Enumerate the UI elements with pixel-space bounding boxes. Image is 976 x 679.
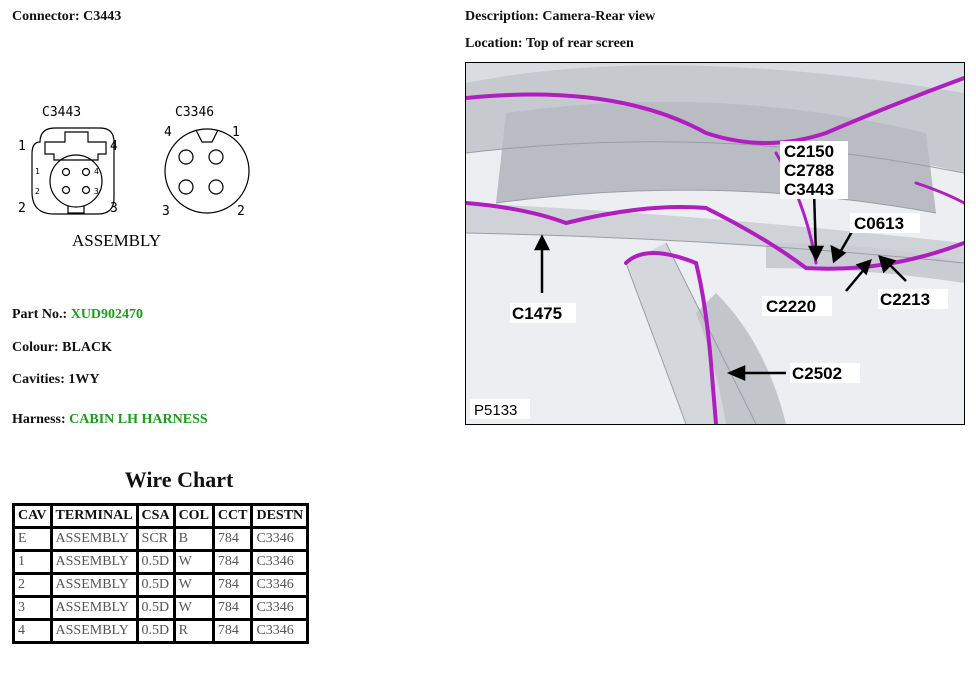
table-cell: 4 [12,618,53,644]
table-cell: 784 [211,572,254,598]
table-cell: ASSEMBLY [49,595,139,621]
table-cell: C3346 [250,595,310,621]
right-pin-label: 2 [237,204,245,219]
callout-label: C2788 [784,161,834,180]
table-cell: 2 [12,572,53,598]
cavities-value: 1WY [68,372,100,387]
right-pin-label: 4 [164,125,172,140]
right-pin-label: 1 [232,125,240,140]
harness-value[interactable]: CABIN LH HARNESS [69,412,208,427]
table-cell: ASSEMBLY [49,572,139,598]
connector-label: Connector: [12,9,80,24]
table-row: 2 ASSEMBLY 0.5D W 784 C3346 [12,572,310,598]
left-inner-pin-label: 1 [35,167,40,176]
connector-face-diagram: C3443 C3346 1 4 2 3 4 1 3 2 1 4 2 3 ASSE… [18,105,250,250]
wire-chart-table: CAV TERMINAL CSA COL CCT DESTN E ASSEMBL… [12,503,310,644]
column-header: CAV [12,503,53,529]
colour-label: Colour: [12,340,59,355]
description-label: Description: [465,9,539,24]
description-value: Camera-Rear view [542,9,656,24]
part-number-row: Part No.: XUD902470 [12,307,143,323]
table-row: 4 ASSEMBLY 0.5D R 784 C3346 [12,618,310,644]
harness-row: Harness: CABIN LH HARNESS [12,412,208,428]
table-cell: W [172,549,215,575]
left-pin-label: 3 [110,201,118,216]
callout-label: C0613 [854,214,904,233]
column-header: CCT [211,503,254,529]
table-cell: 1 [12,549,53,575]
table-row: 1 ASSEMBLY 0.5D W 784 C3346 [12,549,310,575]
table-cell: 784 [211,595,254,621]
column-header: DESTN [250,503,310,529]
harness-label: Harness: [12,412,66,427]
callout-label: C2213 [880,290,930,309]
location-value: Top of rear screen [525,36,634,51]
table-cell: C3346 [250,572,310,598]
table-row: E ASSEMBLY SCR B 784 C3346 [12,526,310,552]
part-number-label: Part No.: [12,307,68,322]
cavities-label: Cavities: [12,372,65,387]
assembly-label: ASSEMBLY [72,231,161,250]
vehicle-roof-drawing: C2150 C2788 C3443 C0613 C1475 C2220 C221… [466,63,964,424]
table-cell: ASSEMBLY [49,618,139,644]
connector-heading: Connector: C3443 [12,9,121,25]
left-pin-label: 1 [18,139,26,154]
table-cell: C3346 [250,526,310,552]
column-header: TERMINAL [49,503,139,529]
table-cell: 784 [211,618,254,644]
table-cell: C3346 [250,549,310,575]
table-cell: 3 [12,595,53,621]
figure-id: P5133 [474,402,517,419]
table-cell: E [12,526,53,552]
connector-value: C3443 [83,9,122,24]
column-header: CSA [135,503,176,529]
cavities-row: Cavities: 1WY [12,372,100,388]
table-cell: C3346 [250,618,310,644]
table-cell: 784 [211,549,254,575]
location-label: Location: [465,36,523,51]
table-cell: 0.5D [135,549,176,575]
wire-chart-title: Wire Chart [124,467,234,492]
location-heading: Location: Top of rear screen [465,36,634,52]
callout-label: C2220 [766,297,816,316]
table-cell: SCR [135,526,176,552]
left-inner-pin-label: 2 [35,187,40,196]
table-header-row: CAV TERMINAL CSA COL CCT DESTN [12,503,310,529]
table-cell: B [172,526,215,552]
description-heading: Description: Camera-Rear view [465,9,655,25]
colour-value: BLACK [62,340,112,355]
part-number-value[interactable]: XUD902470 [70,307,144,322]
callout-label: C2150 [784,142,834,161]
location-illustration: C2150 C2788 C3443 C0613 C1475 C2220 C221… [465,62,965,425]
table-cell: W [172,572,215,598]
right-connector-outline [164,128,250,214]
left-inner-pin-label: 3 [94,187,99,196]
table-cell: ASSEMBLY [49,549,139,575]
left-connector-outline [31,127,115,215]
table-row: 3 ASSEMBLY 0.5D W 784 C3346 [12,595,310,621]
left-connector-name: C3443 [42,105,81,120]
left-pin-label: 4 [110,139,118,154]
colour-row: Colour: BLACK [12,340,112,356]
left-pin-label: 2 [18,201,26,216]
table-cell: 0.5D [135,572,176,598]
table-cell: 0.5D [135,618,176,644]
table-cell: W [172,595,215,621]
callout-label: C2502 [792,364,842,383]
table-cell: 0.5D [135,595,176,621]
column-header: COL [172,503,215,529]
left-inner-pin-label: 4 [94,167,99,176]
table-cell: ASSEMBLY [49,526,139,552]
callout-label: C1475 [512,304,562,323]
right-pin-label: 3 [162,204,170,219]
table-cell: R [172,618,215,644]
right-connector-name: C3346 [175,105,214,120]
callout-label: C3443 [784,180,834,199]
table-cell: 784 [211,526,254,552]
